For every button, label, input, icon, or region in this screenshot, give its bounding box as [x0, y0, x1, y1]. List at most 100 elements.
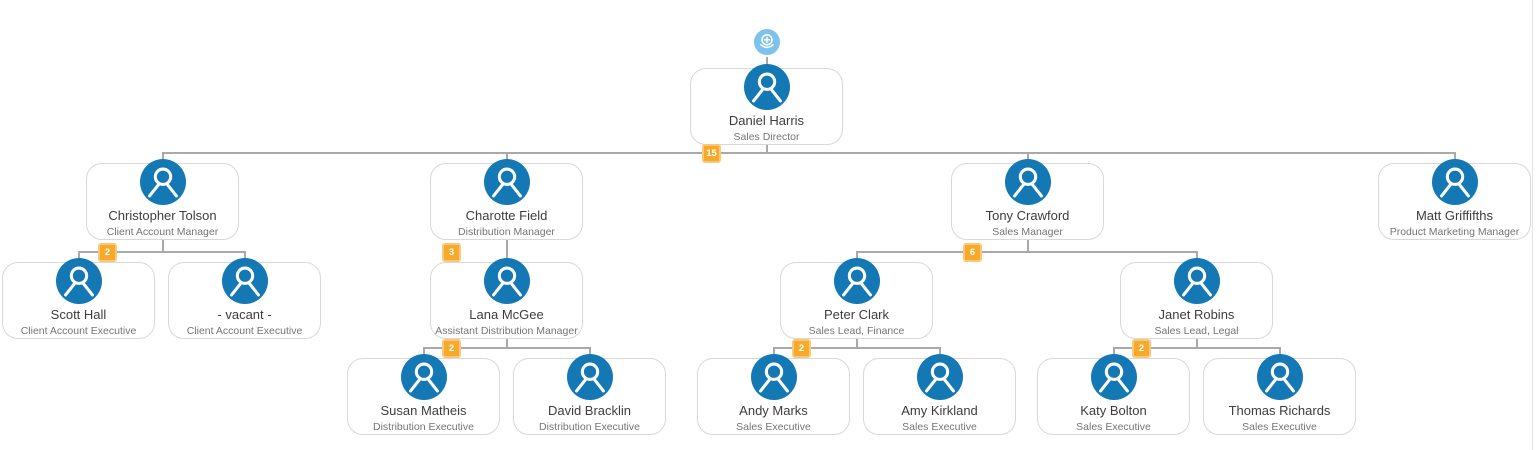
connector-child-stub: [772, 348, 775, 358]
person-avatar-icon: [916, 354, 963, 400]
add-parent-icon[interactable]: [753, 29, 780, 55]
person-avatar-icon: [1090, 354, 1137, 400]
node-title: Product Marketing Manager: [1389, 226, 1520, 238]
connector-child-stub: [1195, 252, 1198, 262]
children-count-badge[interactable]: 15: [702, 144, 721, 163]
node-title: Sales Executive: [1242, 421, 1317, 433]
connector-rail: [77, 251, 246, 253]
node-name: Christopher Tolson: [108, 208, 217, 223]
connector-rail: [1112, 347, 1281, 349]
children-count-badge[interactable]: 2: [1132, 339, 1151, 358]
connector-parent-stub: [505, 339, 508, 348]
node-name: Andy Marks: [739, 403, 808, 418]
children-count-badge[interactable]: 2: [442, 339, 461, 358]
node-name: Charotte Field: [465, 208, 548, 223]
node-name: David Bracklin: [547, 403, 632, 418]
org-node-vacant[interactable]: - vacant - Client Account Executive: [168, 258, 321, 339]
node-title: Sales Director: [733, 131, 800, 143]
person-avatar-icon: [833, 258, 880, 304]
person-avatar-icon: [55, 258, 102, 304]
node-title: Distribution Manager: [458, 226, 555, 238]
node-name: Scott Hall: [50, 307, 107, 322]
node-title: Distribution Executive: [373, 421, 474, 433]
node-title: Sales Lead, Legal: [1154, 325, 1239, 337]
connector-child-stub: [1453, 153, 1456, 163]
node-name: Tony Crawford: [985, 208, 1070, 223]
connector-child-stub: [243, 252, 246, 262]
children-count-badge[interactable]: 2: [98, 243, 117, 262]
node-name: Katy Bolton: [1080, 403, 1147, 418]
node-name: Janet Robins: [1158, 307, 1235, 322]
connector-child-stub: [1026, 153, 1029, 163]
node-title: Client Account Executive: [186, 325, 303, 337]
connector-child-stub: [77, 252, 80, 262]
connector-parent-stub: [1195, 339, 1198, 348]
children-count-badge[interactable]: 6: [963, 243, 982, 262]
person-avatar-icon: [1173, 258, 1220, 304]
person-avatar-icon: [483, 159, 530, 205]
connector-child-stub: [505, 252, 508, 262]
node-name: Matt Griffifths: [1415, 208, 1494, 223]
connector-child-stub: [588, 348, 591, 358]
node-title: Client Account Manager: [106, 226, 219, 238]
node-name: Lana McGee: [469, 307, 544, 322]
node-title: Distribution Executive: [539, 421, 640, 433]
node-name: Amy Kirkland: [901, 403, 978, 418]
person-avatar-icon: [1256, 354, 1303, 400]
node-name: Thomas Richards: [1228, 403, 1331, 418]
connector-parent-stub: [505, 240, 508, 252]
connector-child-stub: [161, 153, 164, 163]
connector-rail: [422, 347, 591, 349]
node-title: Sales Executive: [736, 421, 811, 433]
connector-root-stub: [765, 57, 768, 68]
connector-child-stub: [1278, 348, 1281, 358]
person-avatar-icon: [1004, 159, 1051, 205]
node-title: Sales Executive: [902, 421, 977, 433]
connector-parent-stub: [1026, 240, 1029, 252]
node-title: Sales Lead, Finance: [808, 325, 905, 337]
person-avatar-icon: [743, 64, 790, 110]
connector-child-stub: [855, 252, 858, 262]
connector-child-stub: [505, 153, 508, 163]
person-avatar-icon: [483, 258, 530, 304]
connector-rail: [855, 251, 1198, 253]
person-avatar-icon: [566, 354, 613, 400]
person-avatar-icon: [1431, 159, 1478, 205]
connector-child-stub: [422, 348, 425, 358]
connector-parent-stub: [765, 145, 768, 153]
node-name: Peter Clark: [823, 307, 890, 322]
connector-rail: [772, 347, 941, 349]
children-count-badge[interactable]: 3: [442, 243, 461, 262]
person-avatar-icon: [400, 354, 447, 400]
children-count-badge[interactable]: 2: [792, 339, 811, 358]
node-title: Sales Manager: [992, 226, 1063, 238]
node-title: Sales Executive: [1076, 421, 1151, 433]
connector-rail: [161, 152, 1456, 154]
node-name: - vacant -: [217, 307, 272, 322]
chart-right-border: [1532, 0, 1533, 450]
person-avatar-icon: [139, 159, 186, 205]
node-name: Susan Matheis: [380, 403, 467, 418]
node-name: Daniel Harris: [728, 113, 805, 128]
connector-parent-stub: [161, 240, 164, 252]
node-title: Assistant Distribution Manager: [435, 325, 578, 337]
connector-child-stub: [938, 348, 941, 358]
person-avatar-icon: [750, 354, 797, 400]
connector-parent-stub: [855, 339, 858, 348]
